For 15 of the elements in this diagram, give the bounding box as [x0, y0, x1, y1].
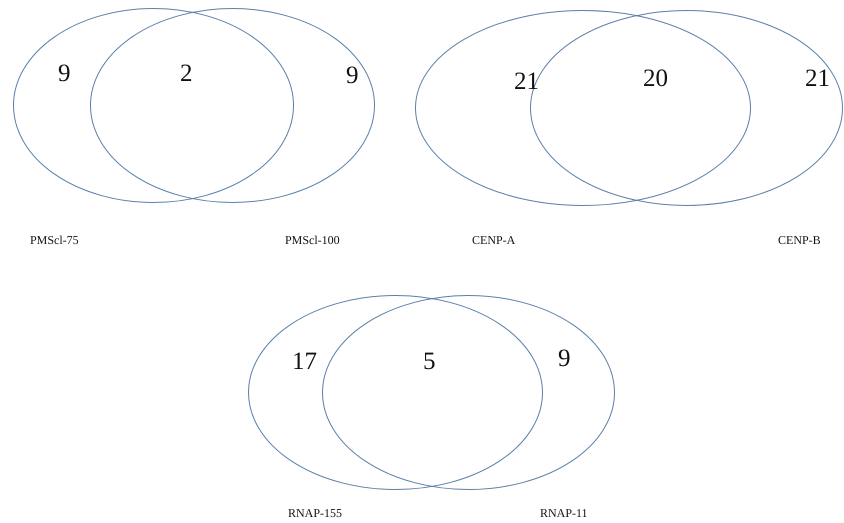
- count-label: 5: [423, 348, 436, 376]
- count-label: 17: [292, 348, 317, 376]
- count-label: 20: [643, 65, 668, 93]
- count-label: 9: [346, 62, 358, 90]
- count-label: 21: [514, 68, 539, 96]
- set-label: RNAP-11: [540, 506, 588, 520]
- set-label: CENP-A: [472, 233, 516, 247]
- set-label: CENP-B: [778, 233, 821, 247]
- set-label: PMScl-75: [30, 233, 79, 247]
- count-label: 9: [558, 345, 570, 373]
- count-label: 21: [805, 65, 830, 93]
- set-label: PMScl-100: [285, 233, 340, 247]
- count-label: 2: [180, 60, 192, 88]
- set-label: RNAP-155: [288, 506, 342, 520]
- count-label: 9: [58, 60, 70, 88]
